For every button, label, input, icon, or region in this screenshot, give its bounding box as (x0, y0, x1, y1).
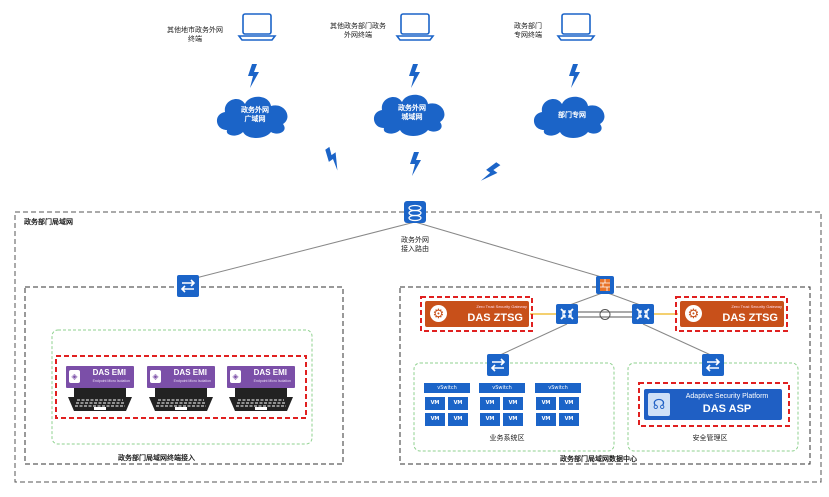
emi-logo-icon: ◈ (150, 370, 161, 383)
emi-card: ◈ DAS EMI Endpoint Micro Isolation (227, 366, 295, 388)
asp-card: ☊ Adaptive Security Platform DAS ASP (644, 389, 782, 420)
gear-icon: ⚙ (430, 305, 447, 322)
vm-icon: VM (425, 397, 445, 410)
emi-subtitle: Endpoint Micro Isolation (253, 379, 291, 383)
emi-card: ◈ DAS EMI Endpoint Micro Isolation (66, 366, 134, 388)
emi-title: DAS EMI (253, 368, 287, 377)
outer-zone-title: 政务部门局域网 (24, 218, 73, 226)
emi-title: DAS EMI (173, 368, 207, 377)
ztsg-title: DAS ZTSG (467, 312, 523, 324)
emi-logo-icon: ◈ (230, 370, 241, 383)
switch-icon (486, 353, 510, 377)
emi-title: DAS EMI (92, 368, 126, 377)
laptop-icon (396, 13, 434, 41)
emi-card: ◈ DAS EMI Endpoint Micro Isolation (147, 366, 215, 388)
asp-highlight (638, 382, 790, 427)
wireless-link-icon (409, 64, 420, 88)
security-zone-title: 安全管理区 (692, 434, 728, 442)
ztsg-card-right: ⚙ Zero Trust Security Gateway DAS ZTSG (680, 301, 784, 327)
router-label: 政务外网 接入路由 (401, 236, 429, 253)
cloud-label-dept: 部门专网 (558, 111, 586, 119)
wireless-link-icon (479, 160, 503, 186)
ztsg-highlight-left (420, 296, 533, 332)
vm-icon: VM (480, 413, 500, 426)
vm-icon: VM (448, 413, 468, 426)
endpoint-label-3: 政务部门 专网终端 (514, 22, 542, 39)
switch-icon (701, 353, 725, 377)
left-zone-title: 政务部门局域网终端接入 (118, 454, 195, 462)
asp-title: DAS ASP (702, 403, 752, 415)
endpoint-label-2: 其他政务部门政务 外网终端 (330, 22, 386, 39)
vswitch-group: vSwitch VM VM VM VM (424, 383, 470, 427)
ztsg-subtitle: Zero Trust Security Gateway (731, 304, 782, 309)
emi-subtitle: Endpoint Micro Isolation (173, 379, 211, 383)
core-switch-icon (631, 303, 655, 325)
ztsg-card-left: ⚙ Zero Trust Security Gateway DAS ZTSG (425, 301, 529, 327)
vswitch-group: vSwitch VM VM VM VM (535, 383, 581, 427)
business-zone-title: 业务系统区 (489, 434, 525, 442)
wireless-link-icon (569, 64, 580, 88)
vswitch-group: vSwitch VM VM VM VM (479, 383, 525, 427)
trunk-link (578, 309, 632, 320)
vswitch-header: vSwitch (535, 383, 581, 393)
core-switch-icon (555, 303, 579, 325)
vswitch-header: vSwitch (479, 383, 525, 393)
endpoint-label-1: 其他地市政务外网 终端 (167, 26, 223, 43)
cloud-label-wan: 政务外网 广域网 (241, 106, 269, 123)
ztsg-subtitle: Zero Trust Security Gateway (476, 304, 527, 309)
wireless-link-icon (322, 145, 345, 172)
vm-icon: VM (448, 397, 468, 410)
emi-logo-icon: ◈ (69, 370, 80, 383)
vswitch-header: vSwitch (424, 383, 470, 393)
brain-icon: ☊ (648, 393, 670, 416)
ztsg-highlight-right (675, 296, 788, 332)
left-inner-zone (51, 329, 313, 445)
ztsg-title: DAS ZTSG (722, 312, 778, 324)
vm-icon: VM (503, 413, 523, 426)
vm-icon: VM (503, 397, 523, 410)
vm-icon: VM (536, 413, 556, 426)
vm-icon: VM (536, 397, 556, 410)
switch-icon (176, 274, 200, 298)
emi-subtitle: Endpoint Micro Isolation (92, 379, 130, 383)
asp-subtitle: Adaptive Security Platform (685, 393, 769, 400)
laptop-icon (557, 13, 595, 41)
laptop-icon (238, 13, 276, 41)
wireless-link-icon (248, 64, 259, 88)
firewall-icon (596, 276, 614, 294)
security-zone-border (627, 362, 799, 452)
vm-icon: VM (480, 397, 500, 410)
cloud-label-man: 政务外网 城域网 (398, 104, 426, 121)
vm-icon: VM (559, 397, 579, 410)
router-icon (404, 201, 426, 223)
emi-highlight (55, 355, 307, 419)
right-zone-title: 政务部门局域网数据中心 (560, 455, 637, 463)
vm-icon: VM (559, 413, 579, 426)
vm-icon: VM (425, 413, 445, 426)
business-zone-border (413, 362, 615, 452)
connection-lines (187, 221, 714, 357)
gear-icon: ⚙ (685, 305, 702, 322)
wireless-link-icon (410, 152, 421, 176)
